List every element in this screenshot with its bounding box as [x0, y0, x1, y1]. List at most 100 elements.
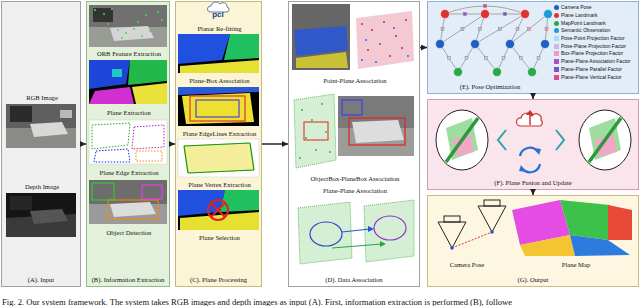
flow-arrow	[420, 47, 427, 49]
image-tile-caption: Object Detection	[88, 229, 170, 238]
plane-edge-image	[89, 120, 167, 164]
panel-heading: (B). Information Extraction	[88, 276, 168, 284]
logo-label-wrap: pcl	[203, 11, 233, 19]
panel-heading: (A). Input	[3, 276, 79, 284]
tile-caption: Plane-Plane Association	[291, 187, 419, 195]
plane-refit-image	[178, 34, 259, 73]
depth-photo	[6, 193, 76, 237]
panel-heading-wrap: (F). Plane Fusion and Update	[429, 179, 637, 187]
legend-row: Camera Pose	[554, 4, 638, 12]
image-tile-caption: Plane Vertex Extraction	[177, 181, 262, 190]
stage-panel: (D). Data Association Point-Plane Associa…	[288, 1, 420, 287]
tile-caption: Object Detection	[88, 229, 170, 237]
image-tile-caption: Planar Re-fitting	[177, 25, 262, 34]
image-tile-caption: Plane-Plane Association	[291, 187, 419, 196]
tile-caption: Point-Plane Association	[291, 77, 419, 85]
stage-panel: (G). Output Camera Pose Plane Map	[427, 195, 639, 287]
plane-extraction-image	[89, 60, 167, 104]
panel-heading: (C). Plane Processing	[177, 276, 260, 284]
legend-row: Plane-Plane Parallel Factor	[554, 66, 638, 74]
image-tile-caption: Plane Edge Extraction	[88, 169, 170, 178]
tile-caption: ORB Feature Extraction	[88, 50, 170, 58]
plane-selection-image	[178, 190, 259, 230]
tile-caption: Plane Selection	[177, 234, 262, 242]
panel-heading-wrap: (D). Data Association	[290, 276, 418, 284]
image-tile-caption: Plane EdgeLines Extraction	[177, 130, 262, 139]
legend-row: Pose-Plane Projection Factor	[554, 42, 638, 50]
panel-heading: (G). Output	[429, 276, 637, 284]
plane-edgelines-image	[178, 139, 259, 177]
tile-caption: Plane Map	[534, 261, 618, 269]
legend-text: MapPoint Landmark	[561, 21, 606, 26]
image-tile-caption: ORB Feature Extraction	[88, 50, 170, 59]
legend-text: Plane-Plane Parallel Factor	[561, 67, 622, 72]
legend-swatch	[554, 59, 559, 64]
plane-fusion-illustration	[436, 110, 631, 172]
legend: Camera PosePlane LandmarkMapPoint Landma…	[554, 4, 638, 81]
plane-map-illustration	[512, 200, 632, 256]
legend-swatch	[554, 44, 559, 49]
panel-heading-wrap: (B). Information Extraction	[88, 276, 168, 284]
factor-graph	[436, 5, 553, 77]
legend-text: Plane-Plane Vertical Factor	[561, 75, 622, 80]
legend-row: Pose-Point Projection Factor	[554, 35, 638, 43]
tile-caption: ObjectBox-PlaneBox Association	[291, 175, 419, 183]
stage-panel: (C). Plane Processing Planar Re-fittingPl…	[175, 1, 262, 287]
legend-swatch	[554, 21, 559, 26]
image-tile-caption: Camera Pose	[431, 261, 503, 270]
image-tile-caption: Depth Image	[4, 183, 80, 192]
figure-caption: Fig. 2. Our system framework. The system…	[2, 297, 512, 306]
image-tile-caption: Plane Map	[534, 261, 618, 270]
legend-text: Plane Landmark	[561, 13, 597, 18]
flow-arrow	[532, 190, 534, 195]
stage-panel: (F). Plane Fusion and Update	[427, 99, 639, 190]
tile-caption: Plane Vertex Extraction	[177, 181, 262, 189]
legend-row: Plane-Plane Vertical Factor	[554, 73, 638, 81]
image-tile-caption: Plane-Box Association	[177, 77, 262, 86]
panel-heading-wrap: (E). Pose Optimization	[429, 83, 551, 91]
tile-caption: RGB Image	[4, 94, 80, 102]
tile-caption: Plane Extraction	[88, 109, 170, 117]
tile-caption: Depth Image	[4, 183, 80, 191]
image-tile-caption: RGB Image	[4, 94, 80, 103]
camera-pose-illustration	[438, 200, 506, 250]
stage-panel: (B). Information Extraction ORB Feature E…	[86, 1, 170, 287]
panel-heading: (E). Pose Optimization	[429, 83, 551, 91]
panel-heading-wrap: (G). Output	[429, 276, 637, 284]
legend-text: Box-Plane Projection Factor	[561, 51, 623, 56]
legend-swatch	[554, 36, 559, 41]
image-tile-caption: Plane Selection	[177, 234, 262, 243]
legend-row: MapPoint Landmark	[554, 19, 638, 27]
legend-row: Semantic Observation	[554, 27, 638, 35]
legend-swatch	[554, 28, 559, 33]
panel-heading: (F). Plane Fusion and Update	[429, 179, 637, 187]
plane-box-image	[178, 87, 259, 126]
caption-wrap: Fig. 2. Our system framework. The system…	[2, 291, 638, 306]
panel-heading: (D). Data Association	[290, 276, 418, 284]
legend-text: Pose-Plane Projection Factor	[561, 44, 626, 49]
rgb-photo	[6, 104, 76, 148]
legend-text: Semantic Observation	[561, 28, 610, 33]
legend-text: Camera Pose	[561, 5, 592, 10]
stage-panel: (A). Input RGB ImageDepth Image	[1, 1, 81, 287]
tile-caption: Planar Re-fitting	[177, 25, 262, 33]
objectbox-planebox-image	[294, 94, 414, 168]
tile-caption: Plane-Box Association	[177, 77, 262, 85]
legend-swatch	[554, 5, 559, 10]
legend-swatch	[554, 75, 559, 80]
image-tile-caption: Plane Extraction	[88, 109, 170, 118]
legend-row: Box-Plane Projection Factor	[554, 50, 638, 58]
legend-text: Pose-Point Projection Factor	[561, 36, 625, 41]
flow-arrow	[262, 143, 288, 145]
flow-arrow	[81, 143, 86, 145]
orb-feature-photo	[89, 5, 167, 47]
legend-swatch	[554, 67, 559, 72]
legend-swatch	[554, 13, 559, 18]
image-tile-caption: Point-Plane Association	[291, 77, 419, 86]
object-detection-photo	[89, 180, 167, 224]
legend-text: Plane-Plane Association Factor	[561, 59, 630, 64]
